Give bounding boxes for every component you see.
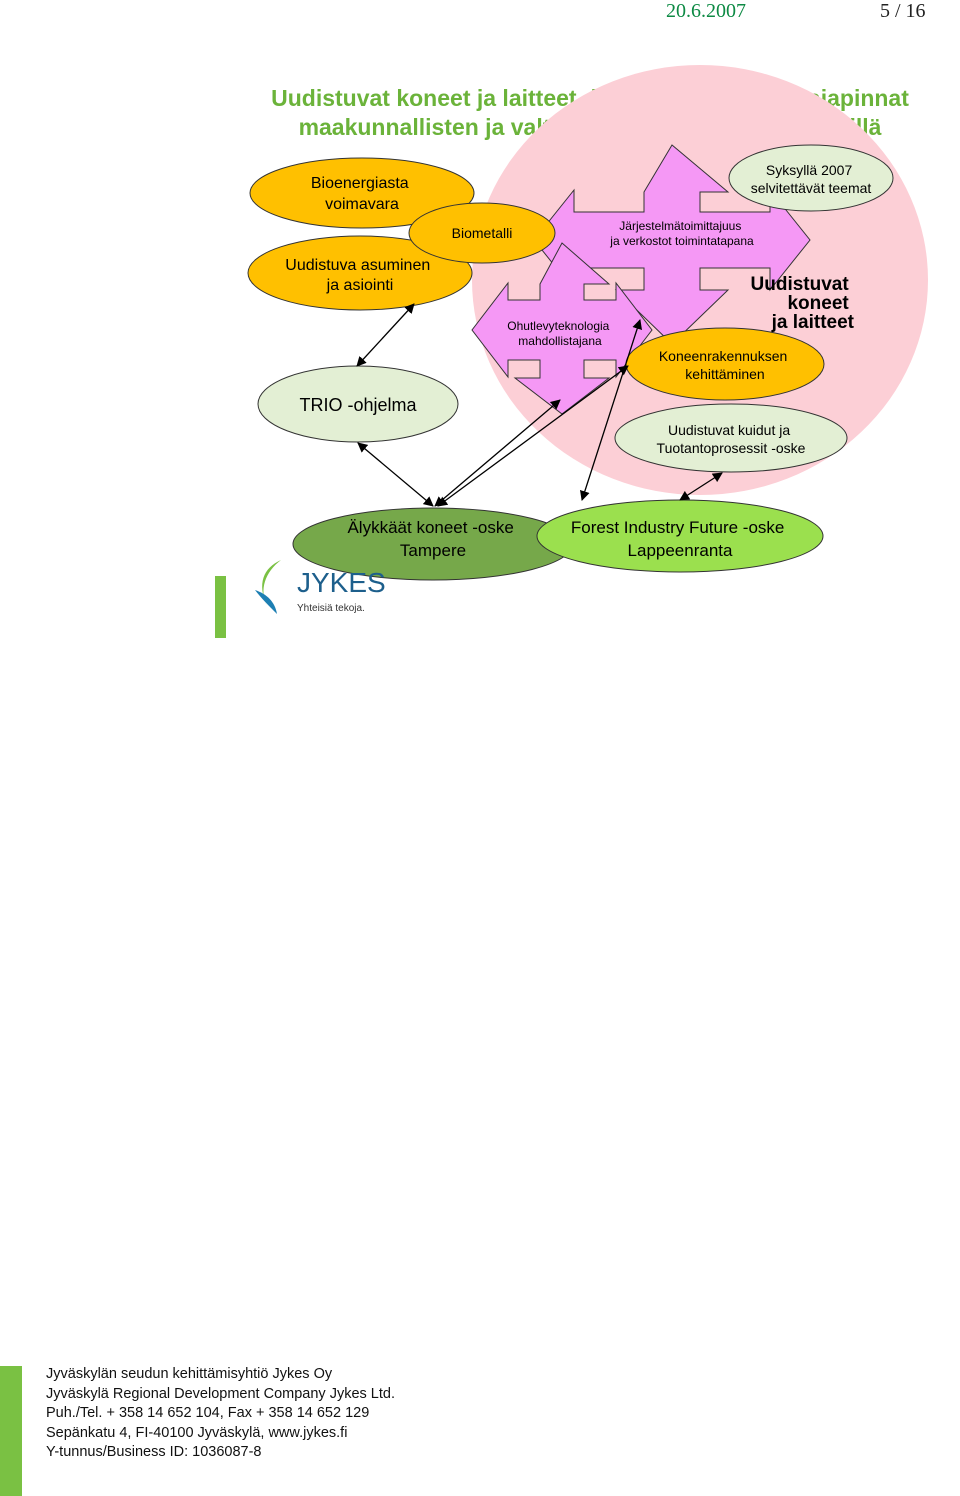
koneenrakennus-ellipse <box>625 327 825 401</box>
syksylla-label: Syksyllä 2007 selvitettävät teemat <box>751 162 872 196</box>
footer-accent-bar <box>0 1366 22 1496</box>
arrow-kuidut-forest <box>679 472 723 501</box>
logo-tagline: Yhteisiä tekoja. <box>297 603 365 614</box>
footer-line: Jyväskylän seudun kehittämisyhtiö Jykes … <box>46 1366 333 1382</box>
uudistuvat-koneet-label: Uudistuvat koneet ja laitteet <box>751 274 855 333</box>
four-way-arrow-top <box>533 144 811 345</box>
logo-bar <box>215 576 226 638</box>
header-date: 20.6.2007 <box>666 0 746 22</box>
jarjestelma-label: Järjestelmätoimittajuus ja verkostot toi… <box>609 219 754 248</box>
arrow-asuminen-trio <box>356 303 415 367</box>
bioenergia-ellipse <box>249 157 475 229</box>
logo-swoosh-green <box>262 560 281 606</box>
header-page-number: 5 / 16 <box>880 0 926 22</box>
arrow-trio-alykkaat <box>357 442 434 507</box>
footer-line: Y-tunnus/Business ID: 1036087-8 <box>46 1444 262 1460</box>
asuminen-label: Uudistuva asuminen ja asiointi <box>285 257 434 294</box>
footer-line: Puh./Tel. + 358 14 652 104, Fax + 358 14… <box>46 1405 370 1421</box>
koneenrakennus-label: Koneenrakennuksen kehittäminen <box>659 348 791 382</box>
alykkaat-label: Älykkäät koneet -oske Tampere <box>347 518 518 560</box>
logo-swoosh-blue <box>255 590 277 614</box>
syksylla-ellipse <box>728 144 894 212</box>
cluster-diagram: Bioenergiasta voimavara Uudistuva asumin… <box>247 65 928 581</box>
jykes-logo: JYKES Yhteisiä tekoja. <box>215 560 385 638</box>
bioenergia-label: Bioenergiasta voimavara <box>311 175 413 213</box>
ohutlevy-label: Ohutlevyteknologia mahdollistajana <box>507 319 612 348</box>
footer-line: Jyväskylä Regional Development Company J… <box>46 1385 395 1402</box>
footer-line: Sepänkatu 4, FI-40100 Jyväskylä, www.jyk… <box>46 1424 348 1441</box>
kuidut-ellipse <box>614 403 848 473</box>
biometalli-ellipse <box>408 202 556 264</box>
logo-name: JYKES <box>297 567 385 598</box>
footer-contact: Jyväskylän seudun kehittämisyhtiö Jykes … <box>46 1365 395 1463</box>
kuidut-label: Uudistuvat kuidut ja Tuotantoprosessit -… <box>657 422 806 456</box>
trio-label: TRIO -ohjelma <box>299 395 417 415</box>
biometalli-label: Biometalli <box>452 225 513 241</box>
forest-label: Forest Industry Future -oske Lappeenrant… <box>571 518 789 560</box>
arrow-jarjestelma-forest <box>580 319 642 501</box>
